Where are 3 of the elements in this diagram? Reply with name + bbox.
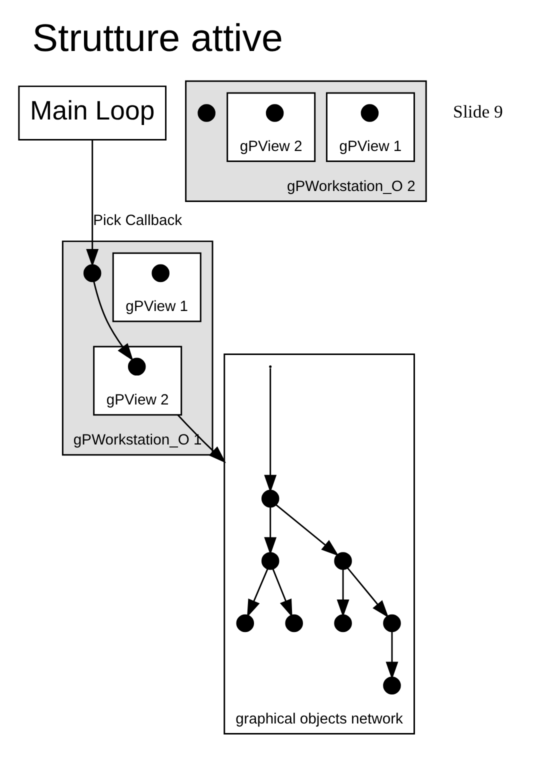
diagram-title: Strutture attive [32, 17, 283, 60]
edge-label: Pick Callback [93, 212, 182, 229]
label: Slide 9 [453, 102, 503, 122]
